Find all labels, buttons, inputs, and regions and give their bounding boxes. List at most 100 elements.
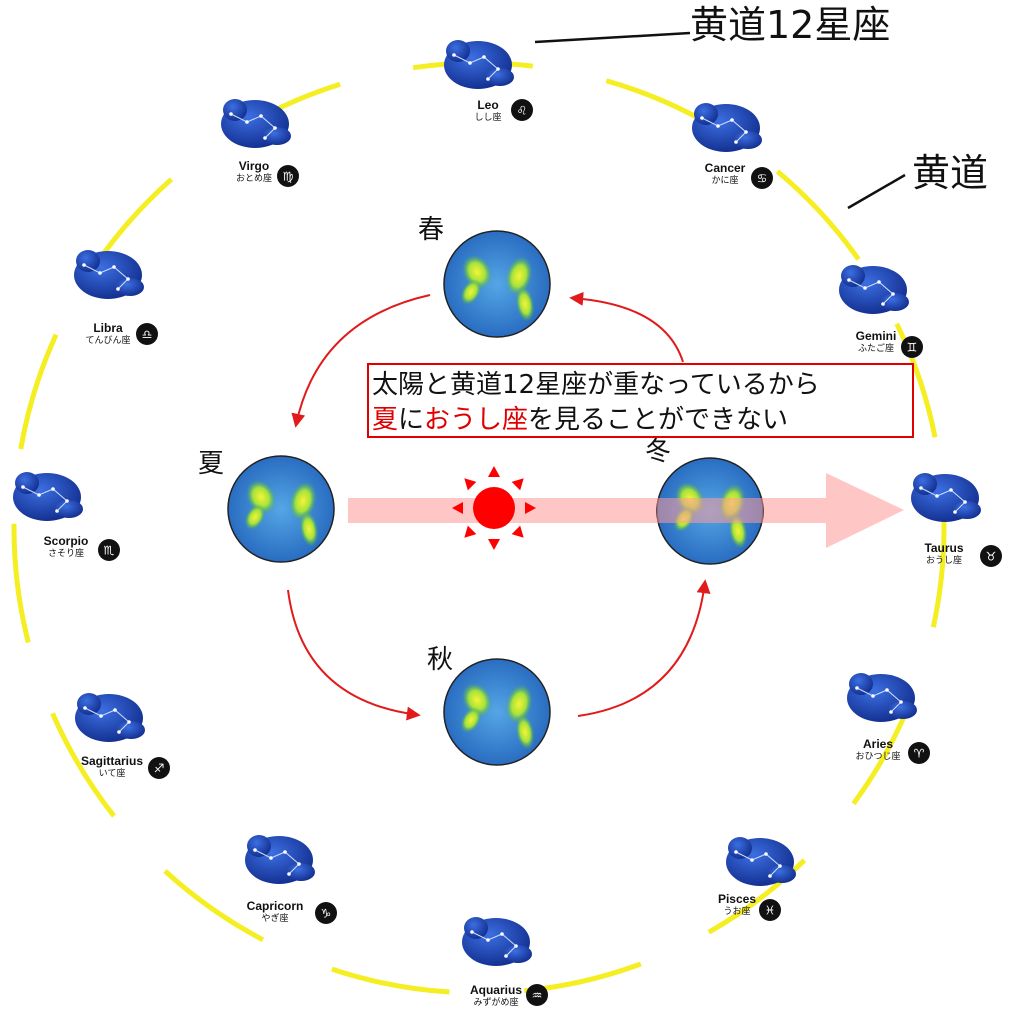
svg-text:♊: ♊ xyxy=(907,341,918,355)
zodiac-gemini-jp-name: ふたご座 xyxy=(858,342,894,354)
zodiac-gemini-symbol-icon: ♊ xyxy=(901,336,923,358)
zodiac-cancer-jp-name: かに座 xyxy=(711,174,738,186)
orbit-arrow-autumn-to-winter xyxy=(577,579,711,717)
zodiac-virgo-jp-name: おとめ座 xyxy=(236,172,272,184)
message-word-summer: 夏 xyxy=(372,405,398,435)
svg-text:♌: ♌ xyxy=(517,104,528,118)
zodiac-taurus-name: Taurus xyxy=(924,541,963,555)
zodiac-sagittarius-name: Sagittarius xyxy=(81,754,143,768)
zodiac-libra-figure xyxy=(74,250,144,299)
season-label-summer: 夏 xyxy=(198,449,224,479)
zodiac-aquarius-jp-name: みずがめ座 xyxy=(473,996,518,1008)
zodiac-pisces-figure xyxy=(726,837,796,886)
zodiac-cancer-figure xyxy=(692,103,762,152)
svg-text:♒: ♒ xyxy=(532,989,543,1003)
sight-line-overlay xyxy=(657,498,763,523)
zodiac-pisces-jp-name: うお座 xyxy=(723,905,750,917)
message-line-1: 太陽と黄道12星座が重なっているから xyxy=(372,370,820,400)
zodiac-taurus-symbol-icon: ♉ xyxy=(980,545,1002,567)
zodiac-capricorn-jp-name: やぎ座 xyxy=(261,912,288,924)
zodiac-leo-figure xyxy=(444,40,514,89)
message-word-rest: を見ることができない xyxy=(528,405,788,435)
message-word-ni: に xyxy=(398,405,424,435)
zodiac-gemini-figure xyxy=(839,265,909,314)
svg-text:♋: ♋ xyxy=(757,172,768,186)
title-leader-line xyxy=(534,31,691,44)
svg-text:♐: ♐ xyxy=(154,762,165,776)
svg-text:♎: ♎ xyxy=(142,328,153,342)
zodiac-capricorn-name: Capricorn xyxy=(247,899,304,913)
zodiac-scorpio-symbol-icon: ♏ xyxy=(98,539,120,561)
ecliptic-leader-line xyxy=(847,173,906,210)
zodiac-leo-symbol-icon: ♌ xyxy=(511,99,533,121)
season-label-spring: 春 xyxy=(418,215,444,245)
ecliptic-label: 黄道 xyxy=(912,151,988,195)
zodiac-libra-jp-name: てんびん座 xyxy=(85,334,130,346)
zodiac-leo-name: Leo xyxy=(477,98,498,112)
zodiac-pisces-symbol-icon: ♓ xyxy=(759,899,781,921)
zodiac-cancer-symbol-icon: ♋ xyxy=(751,167,773,189)
message-line-2: 夏におうし座を見ることができない xyxy=(372,405,788,435)
earth-autumn xyxy=(443,658,551,766)
svg-text:♑: ♑ xyxy=(321,907,332,921)
season-label-winter: 冬 xyxy=(645,437,671,467)
orbit-arrow-winter-to-spring xyxy=(569,291,684,363)
zodiac-cancer-name: Cancer xyxy=(705,161,746,175)
svg-text:♍: ♍ xyxy=(283,170,294,184)
zodiac-aries-symbol-icon: ♈ xyxy=(908,742,930,764)
zodiac-aries-jp-name: おひつじ座 xyxy=(855,750,900,762)
zodiac-aquarius-symbol-icon: ♒ xyxy=(526,984,548,1006)
orbit-arrow-summer-to-autumn xyxy=(287,589,421,721)
zodiac-scorpio-figure xyxy=(13,472,83,521)
svg-text:♏: ♏ xyxy=(104,544,115,558)
zodiac-virgo-symbol-icon: ♍ xyxy=(277,165,299,187)
zodiac-pisces-name: Pisces xyxy=(718,892,756,906)
zodiac-aquarius-name: Aquarius xyxy=(470,983,522,997)
zodiac-capricorn-figure xyxy=(245,835,315,884)
zodiac-taurus-figure xyxy=(911,473,981,522)
sun xyxy=(452,466,536,550)
zodiac-virgo-name: Virgo xyxy=(239,159,269,173)
zodiac-scorpio-jp-name: さそり座 xyxy=(48,547,84,559)
zodiac-layer: Leoしし座♌Cancerかに座♋Geminiふたご座♊Taurusおうし座♉A… xyxy=(13,40,1002,1008)
zodiac-sagittarius-jp-name: いて座 xyxy=(99,767,126,779)
zodiac-aries-name: Aries xyxy=(863,737,893,751)
zodiac-taurus-jp-name: おうし座 xyxy=(926,554,962,566)
zodiac-leo-jp-name: しし座 xyxy=(474,111,501,123)
svg-text:♉: ♉ xyxy=(986,550,997,564)
page-title: 黄道12星座 xyxy=(690,3,890,47)
orbit-arrow-spring-to-summer xyxy=(291,294,431,428)
svg-text:♓: ♓ xyxy=(765,904,776,918)
earth-spring xyxy=(443,230,551,338)
ecliptic-circle xyxy=(11,60,947,996)
message-box xyxy=(367,363,914,438)
zodiac-sagittarius-figure xyxy=(75,693,145,742)
zodiac-libra-symbol-icon: ♎ xyxy=(136,323,158,345)
zodiac-libra-name: Libra xyxy=(93,321,123,335)
season-label-autumn: 秋 xyxy=(427,645,453,675)
zodiac-sagittarius-symbol-icon: ♐ xyxy=(148,757,170,779)
zodiac-scorpio-name: Scorpio xyxy=(44,534,89,548)
zodiac-virgo-figure xyxy=(221,99,291,148)
svg-text:♈: ♈ xyxy=(914,747,925,761)
zodiac-gemini-name: Gemini xyxy=(856,329,897,343)
earth-summer xyxy=(227,455,335,563)
zodiac-aquarius-figure xyxy=(462,917,532,966)
zodiac-aries-figure xyxy=(847,673,917,722)
sight-line-arrow xyxy=(348,473,904,548)
zodiac-capricorn-symbol-icon: ♑ xyxy=(315,902,337,924)
message-word-taurus: おうし座 xyxy=(424,405,528,435)
